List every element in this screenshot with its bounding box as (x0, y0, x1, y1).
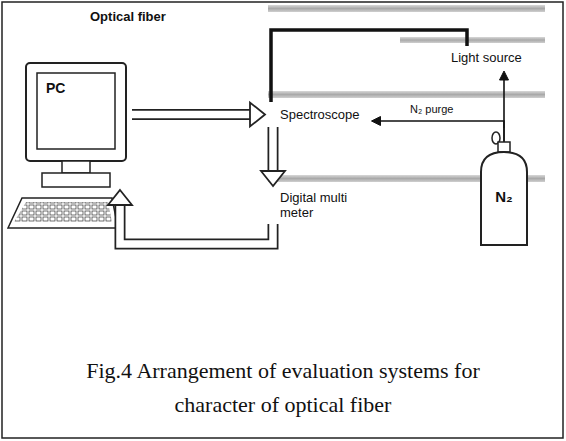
computer-monitor: PC (22, 62, 132, 190)
node-text: Spectroscope (280, 107, 360, 122)
device-label: Digital multi meter (268, 186, 374, 224)
edge-label: Optical fiber (88, 9, 168, 24)
gas-line (500, 71, 509, 128)
optical-fiber (271, 30, 467, 102)
frame (2, 2, 563, 438)
figure-caption: Fig.4 Arrangement of evaluation systems … (50, 354, 516, 422)
signal-arrow (132, 103, 265, 127)
monitor-outline (22, 62, 132, 190)
node-text: N₂ (478, 188, 530, 205)
shade-bar (400, 37, 545, 43)
node-text: Light source (451, 50, 522, 65)
cylinder-outline (478, 128, 530, 246)
keyboard (8, 198, 118, 228)
signal-arrow (108, 190, 273, 244)
node-text: PC (46, 80, 65, 96)
shade-bar (268, 5, 545, 12)
device-label: Spectroscope (268, 102, 372, 127)
node-text: Digital multi meter (280, 190, 362, 220)
gas-line (372, 117, 505, 129)
signal-arrow (261, 127, 285, 186)
device-label: Light source (445, 46, 528, 69)
gas-cylinder: N₂ (478, 128, 530, 246)
edge-label: N₂ purge (408, 103, 455, 115)
